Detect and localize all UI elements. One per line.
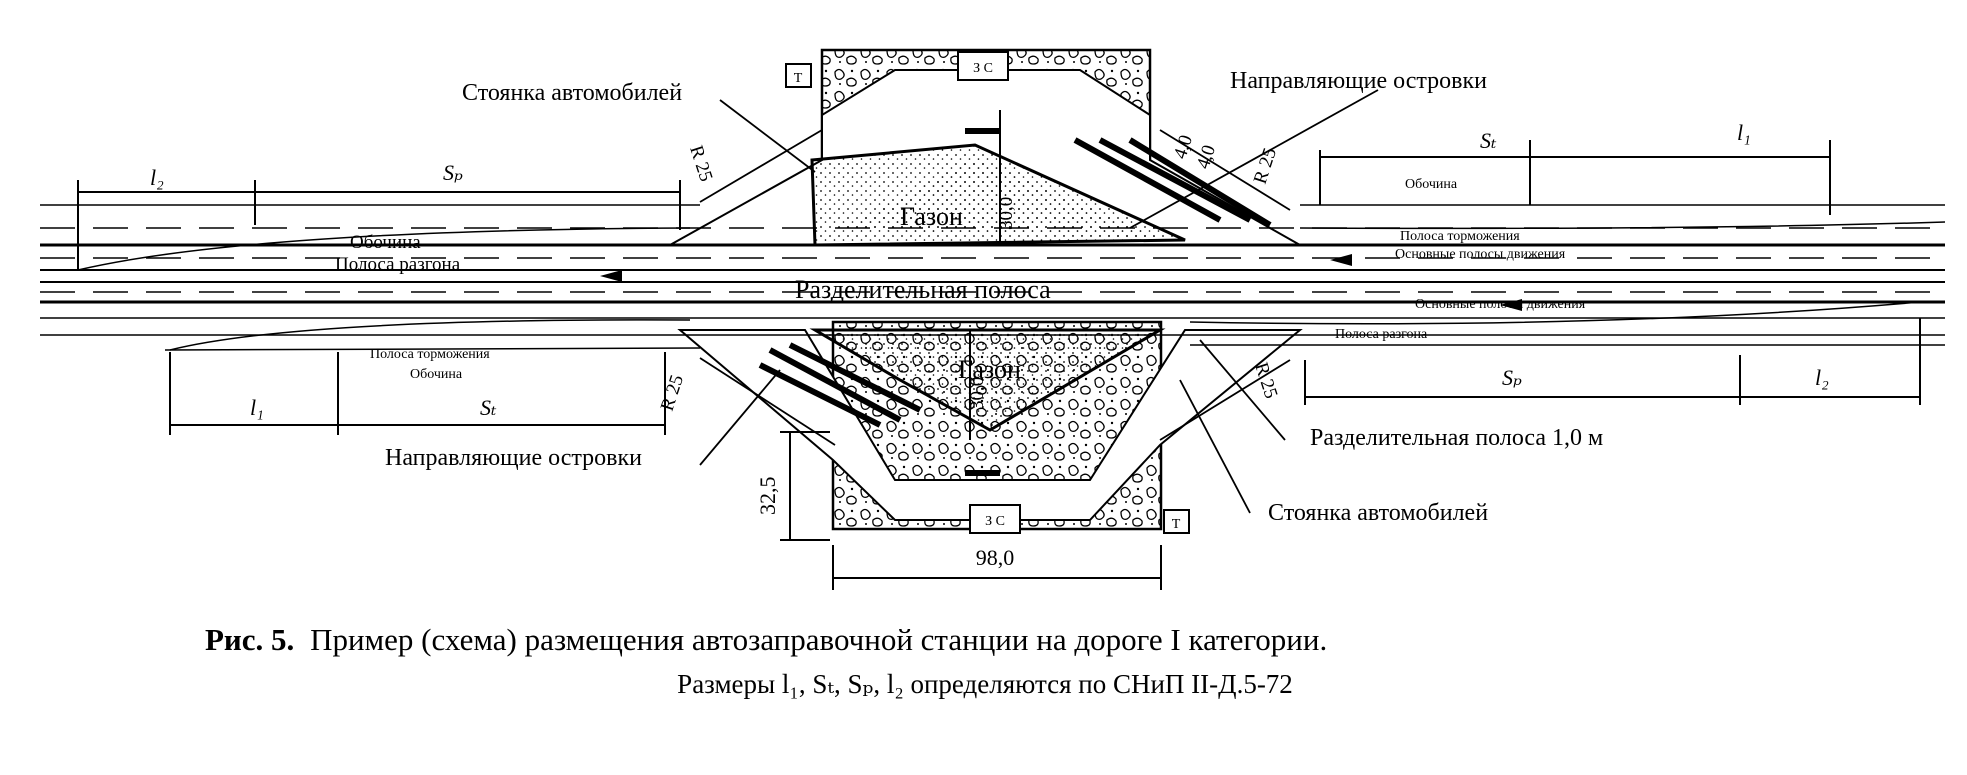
traffic-arrows (600, 128, 1522, 476)
median-width-label: Разделительная полоса 1,0 м (1310, 425, 1603, 451)
dim-st-top: Sₜ (1480, 128, 1497, 153)
dim-98: 98,0 (976, 545, 1015, 570)
islands-label-top: Направляющие островки (1230, 68, 1487, 94)
parking-label-top: Стоянка автомобилей (462, 80, 682, 106)
main-lanes-label-top: Основные полосы движения (1395, 247, 1566, 262)
accel-lane-label-left: Полоса разгона (335, 254, 461, 275)
island-spacing-2: 4,0 (1193, 142, 1220, 171)
shoulder-label-right: Обочина (1405, 177, 1458, 192)
dim-l2-top: l₂ (150, 165, 164, 190)
restroom-top: Т (794, 71, 803, 86)
dim-l2-bottom: l₂ (1815, 365, 1829, 390)
dim-30-top: 30,0 (996, 197, 1017, 230)
accel-lane-label-right: Полоса разгона (1335, 327, 1428, 342)
dim-32: 32,5 (755, 477, 780, 516)
caption-line-2: Размеры l₁, Sₜ, Sₚ, l₂ определяются по С… (677, 669, 1293, 699)
islands-label-bottom: Направляющие островки (385, 445, 642, 471)
caption-title: Пример (схема) размещения автозаправочно… (310, 622, 1327, 657)
radius-label-2: R 25 (1250, 145, 1281, 186)
guiding-islands (758, 137, 1272, 428)
fuel-station-top: З С (973, 61, 993, 76)
shoulder-label-left: Обочина (350, 232, 421, 253)
dim-sp-bottom: Sₚ (1502, 365, 1522, 390)
radius-label-1: R 25 (685, 143, 716, 184)
station-area-bottom (677, 320, 1303, 531)
restroom-bottom: Т (1172, 517, 1181, 532)
leader-lines (699, 89, 1379, 514)
median-label: Разделительная полоса (795, 275, 1051, 304)
dim-l1-bottom: l₁ (250, 395, 264, 420)
lawn-label-top: Газон (900, 202, 963, 231)
island-spacing-1: 4,0 (1170, 132, 1197, 161)
fuel-station-bottom: З С (985, 514, 1005, 529)
dim-l1-top: l₁ (1737, 120, 1751, 145)
parking-label-bottom: Стоянка автомобилей (1268, 500, 1488, 526)
caption-prefix: Рис. 5. (205, 622, 294, 657)
dim-sp-top: Sₚ (443, 160, 463, 185)
road-lines (40, 129, 1946, 446)
shoulder-label-bottom: Обочина (410, 367, 463, 382)
decel-lane-label-left: Полоса торможения (370, 347, 490, 362)
dim-st-bottom: Sₜ (480, 395, 497, 420)
radius-label-3: R 25 (657, 372, 688, 413)
dimension-lines (77, 110, 1921, 590)
radius-label-4: R 25 (1250, 360, 1281, 401)
caption-line-1: Рис. 5. Пример (схема) размещения автоза… (205, 622, 1327, 657)
lawn-label-bottom: Газон (958, 355, 1021, 384)
main-lanes-label-bottom: Основные полосы движения (1415, 297, 1586, 312)
restroom-boxes (785, 51, 1190, 534)
decel-lane-label-right: Полоса торможения (1400, 229, 1520, 244)
dim-30-bottom: 30,0 (967, 377, 988, 410)
